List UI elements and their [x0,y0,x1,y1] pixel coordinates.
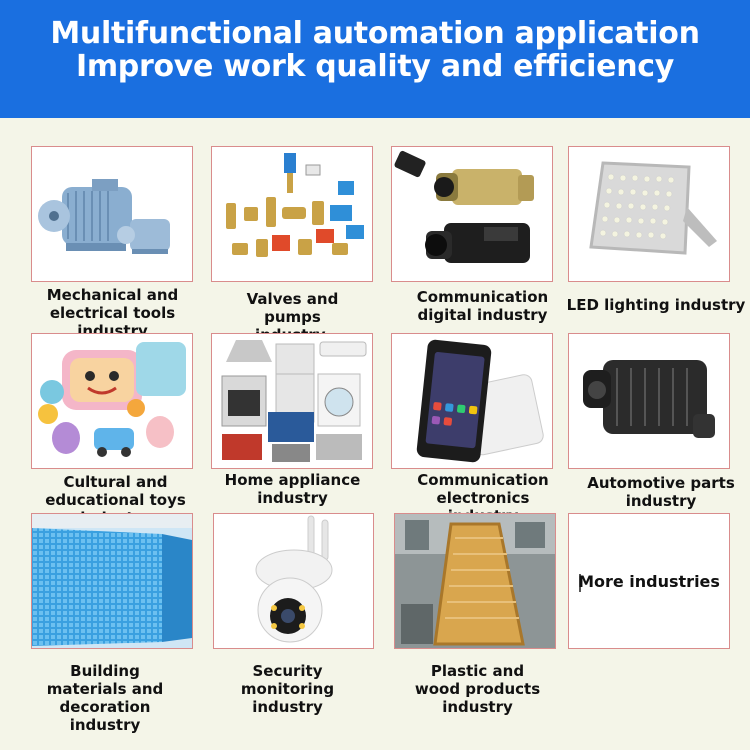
card-label: Building materials and decoration indust… [46,662,164,734]
card-led-lighting[interactable] [568,146,730,282]
header-banner: Multifunctional automation application I… [0,0,750,118]
mesh-panel-icon [32,514,192,648]
card-building-materials[interactable] [31,513,193,649]
camcorder-icon [392,147,552,281]
wood-tray-icon [395,514,555,648]
card-more-industries[interactable]: More industries [568,513,730,649]
card-label: More industries [578,572,720,591]
banner-title-line-1: Multifunctional automation application [50,16,700,51]
card-label: Home appliance industry [224,471,361,507]
banner-title-line-2: Improve work quality and efficiency [75,49,674,84]
card-label: Automotive parts industry [587,474,735,510]
card-label: Plastic and wood products industry [414,662,541,716]
card-label: Communication digital industry [416,288,549,324]
card-plastic-wood[interactable] [394,513,556,649]
electric-motor-icon [32,147,192,281]
security-camera-icon [214,514,373,648]
card-label: Mechanical and electrical tools industry [46,286,179,340]
card-valves-pumps[interactable] [211,146,373,282]
card-communication-digital[interactable] [391,146,553,282]
card-automotive-parts[interactable] [568,333,730,469]
card-mechanical-electrical[interactable] [31,146,193,282]
card-home-appliance[interactable] [211,333,373,469]
card-security-monitoring[interactable] [213,513,374,649]
home-appliances-icon [212,334,372,468]
card-communication-electronics[interactable] [391,333,553,469]
valves-icon [212,147,372,281]
toys-icon [32,334,192,468]
led-floodlight-icon [569,147,729,281]
card-toys[interactable] [31,333,193,469]
card-label: LED lighting industry [566,296,746,314]
auto-part-icon [569,334,729,468]
card-label: Security monitoring industry [240,662,335,716]
smartphone-icon [392,334,552,468]
more-icon [579,574,581,592]
